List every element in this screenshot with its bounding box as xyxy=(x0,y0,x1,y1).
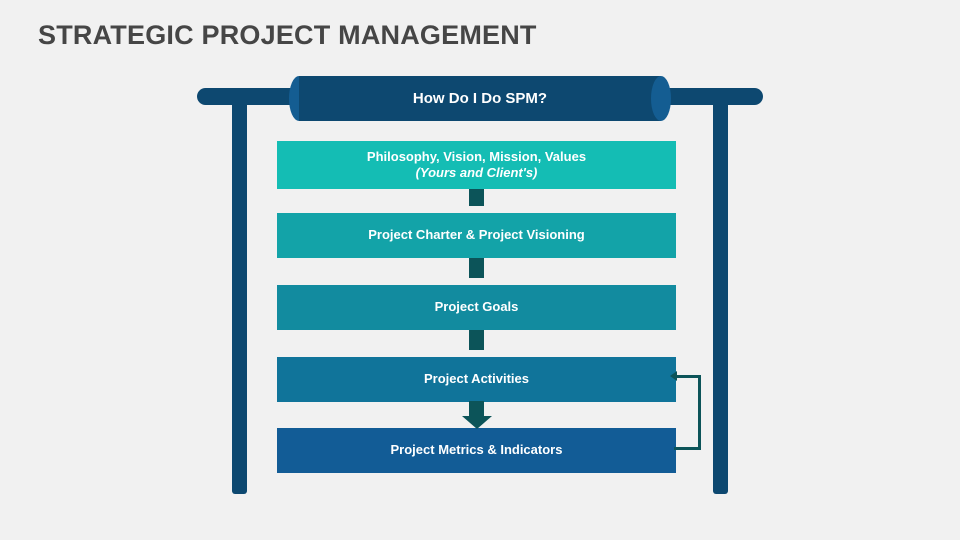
flow-step-label-primary: Project Goals xyxy=(434,299,519,315)
flow-step-label-primary: Philosophy, Vision, Mission, Values xyxy=(366,148,587,164)
flow-step-project-charter-visioning[interactable]: Project Charter & Project Visioning xyxy=(277,213,676,258)
arrow-shaft xyxy=(469,401,484,418)
flow-step-project-goals[interactable]: Project Goals xyxy=(277,285,676,330)
header-cylinder: How Do I Do SPM? xyxy=(289,76,671,121)
feedback-line-right xyxy=(698,375,701,450)
arrow-down-step4-step5 xyxy=(462,401,492,429)
header-label: How Do I Do SPM? xyxy=(412,90,548,107)
cylinder-body xyxy=(299,76,661,121)
feedback-line-top xyxy=(674,375,701,378)
frame-post-right xyxy=(713,96,728,494)
flow-step-label-primary: Project Activities xyxy=(423,371,529,387)
flow-step-philosophy-vision-mission-values[interactable]: Philosophy, Vision, Mission, Values (You… xyxy=(277,141,676,189)
connector-step3-step4 xyxy=(469,325,484,350)
flow-step-label-secondary: (Yours and Client's) xyxy=(415,165,538,180)
page-title: STRATEGIC PROJECT MANAGEMENT xyxy=(38,20,537,50)
feedback-line-bottom xyxy=(674,447,701,450)
connector-step2-step3 xyxy=(469,253,484,278)
flow-step-label-primary: Project Charter & Project Visioning xyxy=(368,227,585,243)
feedback-loop-metrics-to-activities xyxy=(666,368,704,453)
frame-post-left xyxy=(232,96,247,494)
flow-step-label-primary: Project Metrics & Indicators xyxy=(390,442,563,458)
arrow-head-icon xyxy=(462,416,492,429)
flow-step-project-activities[interactable]: Project Activities xyxy=(277,357,676,402)
flow-step-project-metrics-indicators[interactable]: Project Metrics & Indicators xyxy=(277,428,676,473)
feedback-arrow-head-icon xyxy=(670,371,677,381)
cylinder-cap-right-icon xyxy=(651,76,671,121)
